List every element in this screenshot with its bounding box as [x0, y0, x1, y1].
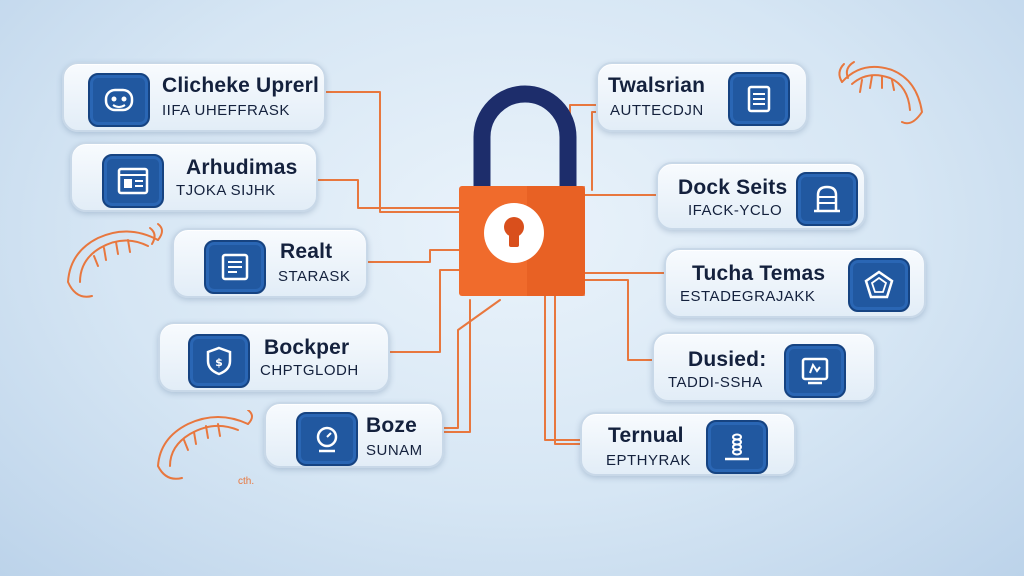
connector-left-2 [317, 179, 463, 209]
right-card-4[interactable]: Dusied: TADDI-SSHA [652, 332, 876, 402]
shrimp-icon [838, 61, 924, 125]
padlock-icon [459, 85, 585, 296]
scribble-text: cth. [238, 476, 255, 487]
left-card-5[interactable]: Boze SUNAM [264, 402, 444, 468]
right-card-5-title: Ternual [608, 424, 684, 447]
right-card-2[interactable]: Dock Seits IFACK-YCLO [656, 162, 866, 230]
right-card-3[interactable]: Tucha Temas ESTADEGRAJAKK [664, 248, 926, 318]
server-stack-icon [796, 172, 858, 226]
left-card-4-title: Bockper [264, 336, 350, 359]
left-card-2[interactable]: Arhudimas TJOKA SIJHK [70, 142, 318, 212]
left-card-1-title: Clicheke Uprerl [162, 74, 320, 97]
robot-icon [88, 73, 150, 127]
connector-left-1 [317, 91, 463, 213]
right-card-5-subtitle: EPTHYRAK [606, 452, 691, 469]
svg-text:$: $ [215, 356, 223, 369]
right-card-1-title: Twalsrian [608, 74, 706, 97]
right-card-1[interactable]: Twalsrian AUTTECDJN [596, 62, 808, 132]
left-card-3-subtitle: STARASK [278, 268, 351, 285]
right-card-4-title: Dusied: [688, 348, 767, 371]
connector-left-4 [389, 269, 463, 353]
left-card-5-subtitle: SUNAM [366, 442, 423, 459]
right-card-1-subtitle: AUTTECDJN [610, 102, 704, 119]
left-card-2-title: Arhudimas [186, 156, 298, 179]
left-card-3[interactable]: Realt STARASK [172, 228, 368, 298]
browser-window-icon [102, 154, 164, 208]
right-card-3-subtitle: ESTADEGRAJAKK [680, 288, 816, 305]
connector-left-3 [367, 249, 463, 263]
right-card-2-title: Dock Seits [678, 176, 788, 199]
left-card-4-subtitle: CHPTGLODH [260, 362, 359, 379]
clipboard-icon [728, 72, 790, 126]
pentagon-badge-icon [848, 258, 910, 312]
right-card-5[interactable]: Ternual EPTHYRAK [580, 412, 796, 476]
left-card-1-subtitle: IIFA UHEFFRASK [162, 102, 290, 119]
left-card-4[interactable]: $ Bockper CHPTGLODH [158, 322, 390, 392]
spring-tower-icon [706, 420, 768, 474]
left-card-2-subtitle: TJOKA SIJHK [176, 182, 276, 199]
left-card-5-title: Boze [366, 414, 417, 437]
right-card-4-subtitle: TADDI-SSHA [668, 374, 763, 391]
shield-icon: $ [188, 334, 250, 388]
left-card-1[interactable]: Clicheke Uprerl IIFA UHEFFRASK [62, 62, 326, 132]
monitor-icon [784, 344, 846, 398]
shrimp-icon [156, 410, 253, 480]
document-icon [204, 240, 266, 294]
right-card-3-title: Tucha Temas [692, 262, 826, 285]
left-card-3-title: Realt [280, 240, 333, 263]
webcam-icon [296, 412, 358, 466]
right-card-2-subtitle: IFACK-YCLO [688, 202, 783, 219]
shrimp-icon [66, 223, 163, 298]
